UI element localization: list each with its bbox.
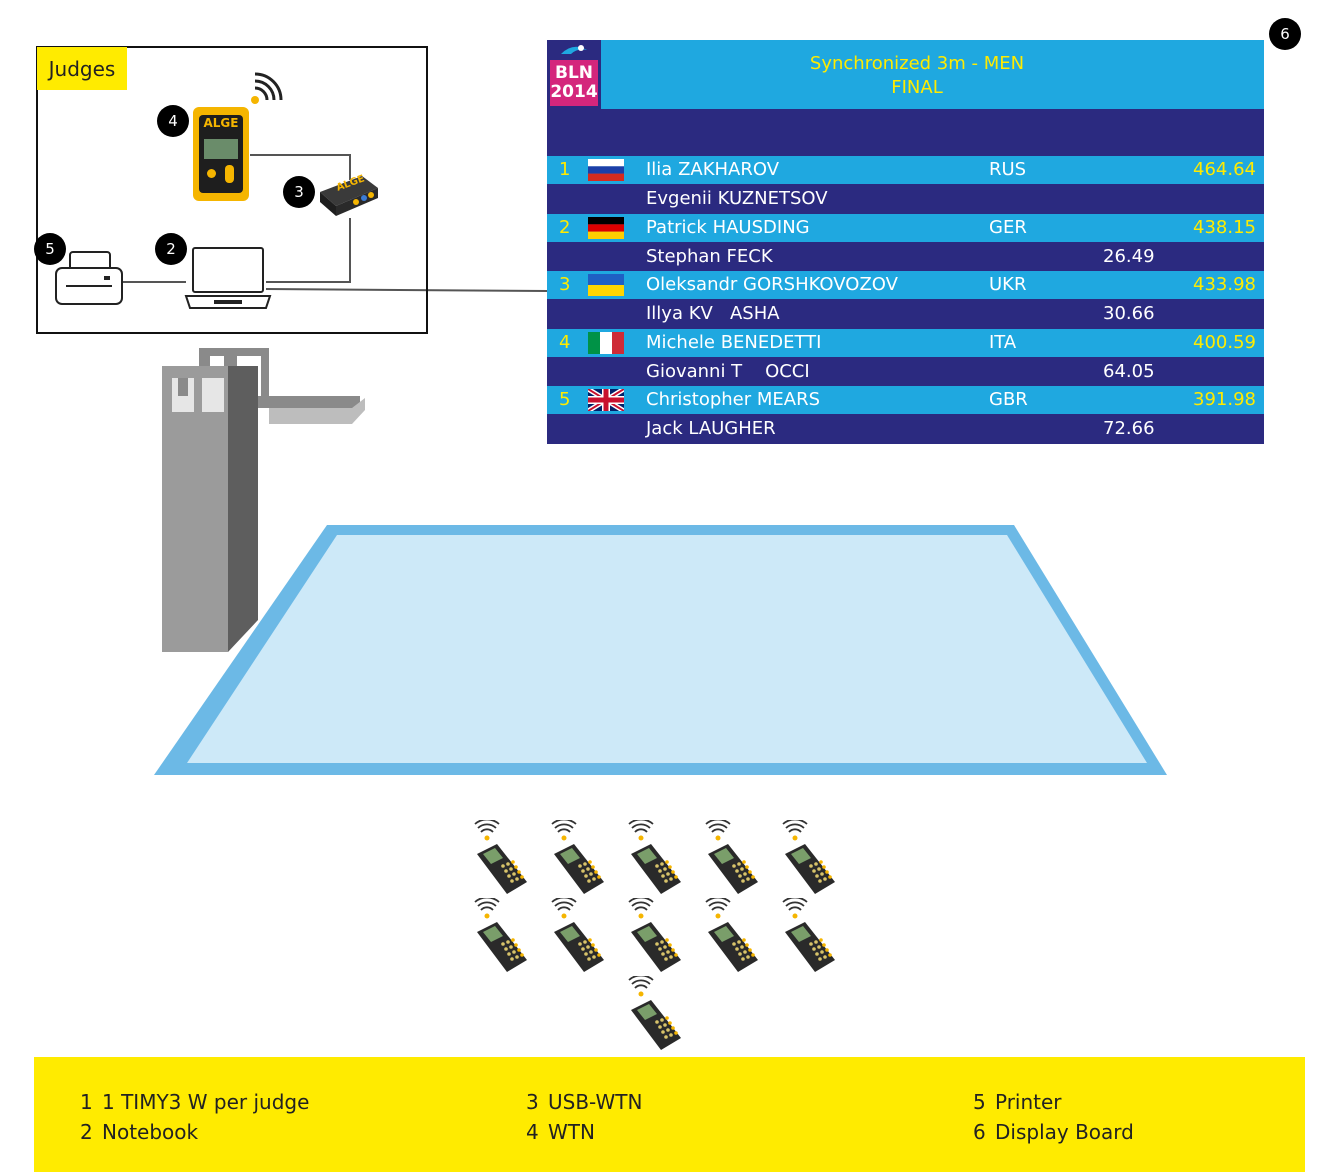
board-title-block: Synchronized 3m - MEN FINAL (707, 52, 1127, 100)
usb-wtn-device-icon: ALGE (318, 172, 380, 218)
points-behind: 64.05 (1103, 360, 1155, 382)
timy3-handset-icon (627, 898, 687, 974)
result-row-partner: Illya KV ASHA 30.66 (547, 300, 1264, 328)
timy3-handset-icon (550, 898, 610, 974)
badge-2: 2 (155, 233, 187, 265)
pool-icon (154, 525, 1167, 775)
logo-line1: BLN (554, 63, 594, 83)
logo-line2: 2014 (550, 82, 598, 102)
result-row-partner: Stephan FECK 26.49 (547, 243, 1264, 271)
timy3-handset-icon (627, 820, 687, 896)
timy3-handset-icon (473, 898, 533, 974)
badge-4: 4 (157, 105, 189, 137)
flag-icon (588, 216, 624, 239)
timy3-handset-icon (550, 820, 610, 896)
cable-wtn-usbwtn (250, 154, 351, 180)
diver-name: Ilia ZAKHAROV (646, 159, 780, 180)
result-row: 2 Patrick HAUSDING GER 438.15 (547, 213, 1264, 242)
badge-3: 3 (283, 176, 315, 208)
total-score: 438.15 (1193, 216, 1256, 238)
total-score: 433.98 (1193, 274, 1256, 296)
result-rank: 1 (559, 159, 571, 180)
timy3-handset-icon (781, 898, 841, 974)
points-behind: 30.66 (1103, 303, 1155, 325)
diving-tower-icon (162, 348, 365, 652)
diver-name: Patrick HAUSDING (646, 216, 810, 238)
flag-icon (588, 389, 624, 412)
badge-5: 5 (34, 233, 66, 265)
diver-name: Michele BENEDETTI (646, 331, 822, 353)
diver-name: Giovanni T OCCI (646, 360, 810, 382)
nation-code: UKR (989, 274, 1027, 296)
timy3-handset-icon (781, 820, 841, 896)
result-row: 4 Michele BENEDETTI ITA 400.59 (547, 328, 1264, 357)
result-rank: 5 (559, 389, 571, 411)
diver-name: Stephan FECK (646, 245, 773, 267)
total-score: 391.98 (1193, 389, 1256, 411)
result-row: 5 Christopher MEARS GBR 391.98 (547, 386, 1264, 415)
result-row: 1 Ilia ZAKHAROV RUS 464.64 (547, 156, 1264, 184)
diver-name: Illya KV ASHA (646, 303, 780, 325)
result-rank: 2 (559, 216, 571, 238)
nation-code: GBR (989, 389, 1028, 411)
result-row-partner: Evgenii KUZNETSOV (547, 185, 1264, 213)
timy3-handset-icon (704, 898, 764, 974)
result-rank: 4 (559, 331, 571, 353)
result-row-partner: Giovanni T OCCI 64.05 (547, 358, 1264, 386)
diver-name: Jack LAUGHER (646, 418, 776, 440)
board-title: Synchronized 3m - MEN (809, 53, 1025, 74)
result-rank: 3 (559, 274, 571, 296)
nation-code: ITA (989, 331, 1017, 353)
total-score: 464.64 (1193, 159, 1256, 180)
wtn-brand-label: ALGE (203, 116, 239, 130)
flag-icon (588, 331, 624, 354)
diver-name: Evgenii KUZNETSOV (646, 188, 828, 209)
board-subtitle: FINAL (891, 77, 943, 98)
flag-icon (588, 159, 624, 181)
wtn-device-icon: ALGE (193, 107, 249, 201)
judges-area (36, 46, 428, 334)
result-row: 3 Oleksandr GORSHKOVOZOV UKR 433.98 (547, 271, 1264, 300)
flag-icon (588, 274, 624, 297)
judges-label: Judges (37, 47, 127, 90)
cable-notebook-board (265, 288, 548, 292)
timy3-handset-icon (704, 820, 764, 896)
diver-name: Christopher MEARS (646, 389, 821, 411)
points-behind: 72.66 (1103, 418, 1155, 440)
nation-code: RUS (989, 159, 1027, 180)
nation-code: GER (989, 216, 1027, 238)
timy3-handset-icon (627, 976, 687, 1052)
timy3-handset-icon (473, 820, 533, 896)
board-header (547, 40, 1264, 109)
result-row-partner: Jack LAUGHER 72.66 (547, 415, 1264, 443)
cable-usbwtn-notebook (266, 218, 351, 283)
connection-cables (122, 154, 548, 292)
badge-6: 6 (1269, 18, 1301, 50)
points-behind: 26.49 (1103, 245, 1155, 267)
diver-name: Oleksandr GORSHKOVOZOV (646, 274, 898, 296)
total-score: 400.59 (1193, 331, 1256, 353)
bln2014-logo: BLN 2014 (547, 40, 601, 109)
